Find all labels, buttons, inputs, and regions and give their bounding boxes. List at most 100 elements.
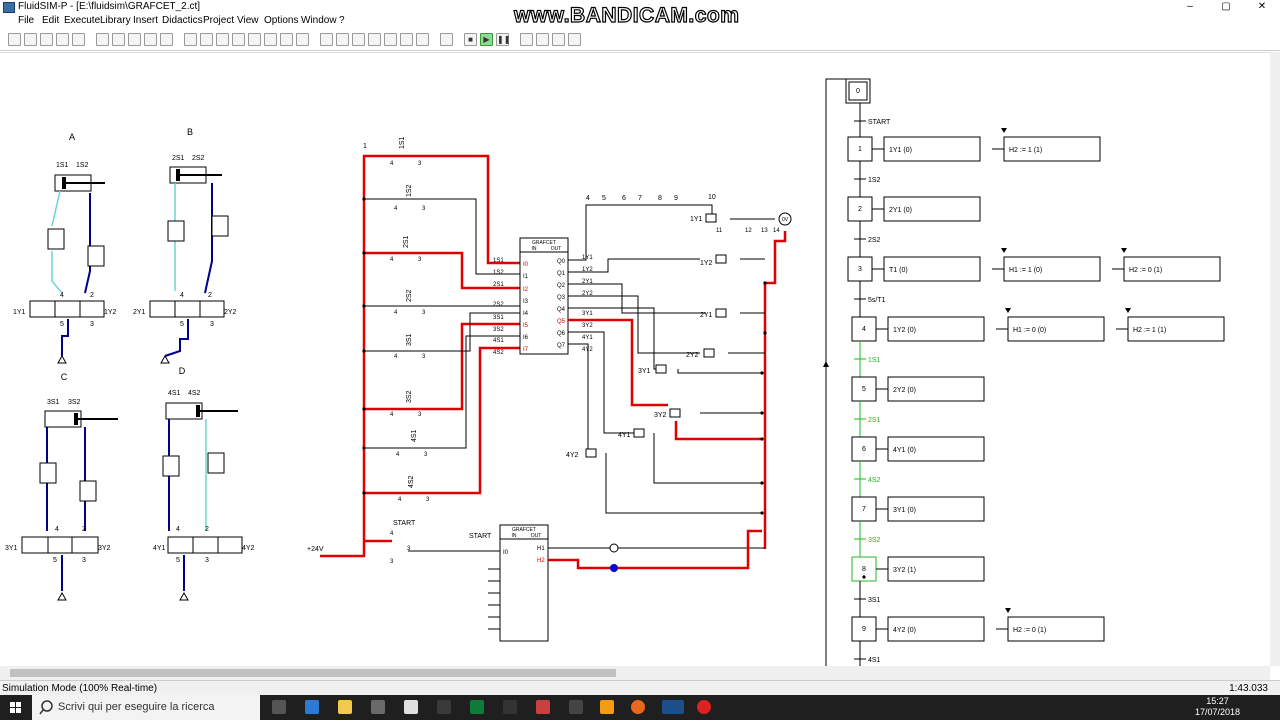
taskbar-search[interactable]: Scrivi qui per eseguire la ricerca [32, 695, 260, 720]
cut-icon[interactable] [112, 33, 125, 46]
grafcet-step-5[interactable]: 5 [851, 376, 877, 402]
align-center-icon[interactable] [200, 33, 213, 46]
task-view-icon[interactable] [272, 700, 286, 714]
menu-window[interactable]: Window [301, 15, 337, 26]
align-right-icon[interactable] [216, 33, 229, 46]
menu-library[interactable]: Library [100, 15, 131, 26]
open-icon[interactable] [24, 33, 37, 46]
app-icon-3[interactable] [503, 700, 517, 714]
valve-d[interactable] [167, 536, 243, 554]
action-box[interactable]: T1 (0) [883, 256, 981, 282]
reset-icon[interactable] [520, 33, 533, 46]
close-button[interactable]: ✕ [1257, 1, 1267, 12]
action-box[interactable]: 3Y2 (1) [887, 556, 985, 582]
pause-icon[interactable]: ❚❚ [496, 33, 511, 46]
fluidsim-taskbar-icon[interactable] [662, 700, 684, 714]
action-box[interactable]: 1Y2 (0) [887, 316, 985, 342]
continue-icon[interactable] [552, 33, 565, 46]
action-box[interactable]: 2Y2 (0) [887, 376, 985, 402]
print-preview-icon[interactable] [56, 33, 69, 46]
bandicam-icon[interactable] [697, 700, 711, 714]
drawing-canvas[interactable]: A 1S1 1S2 4 2 1Y1 1Y2 5 3 B 2S1 2S2 4 [0, 52, 1270, 677]
zoom-icon[interactable] [336, 33, 349, 46]
delete-icon[interactable] [160, 33, 173, 46]
grafcet-step-4[interactable]: 4 [851, 316, 877, 342]
menu-insert[interactable]: Insert [133, 15, 159, 26]
menu-file[interactable]: File [18, 15, 35, 26]
grafcet-step-0[interactable]: 0 [845, 78, 871, 104]
menu-didactics[interactable]: Didactics [162, 15, 203, 26]
mail-icon[interactable] [404, 700, 418, 714]
valve-b[interactable] [149, 300, 225, 318]
app-icon-2[interactable] [470, 700, 484, 714]
taskbar-clock[interactable]: 15:27 17/07/2018 [1194, 696, 1240, 717]
undo-icon[interactable] [96, 33, 109, 46]
app-icon-1[interactable] [437, 700, 451, 714]
save-icon[interactable] [40, 33, 53, 46]
action-box[interactable]: H2 := 0 (1) [1007, 616, 1105, 642]
grafcet-step-7[interactable]: 7 [851, 496, 877, 522]
check-icon[interactable] [440, 33, 453, 46]
action-box[interactable]: 2Y1 (0) [883, 196, 981, 222]
zoom-previous-icon[interactable] [416, 33, 429, 46]
grafcet-step-3[interactable]: 3 [847, 256, 873, 282]
action-box[interactable]: H2 := 0 (1) [1123, 256, 1221, 282]
app-icon-4[interactable] [536, 700, 550, 714]
align-bottom-icon[interactable] [264, 33, 277, 46]
action-box[interactable]: H2 := 1 (1) [1003, 136, 1101, 162]
action-box[interactable]: H1 := 1 (0) [1003, 256, 1101, 282]
align-left-icon[interactable] [184, 33, 197, 46]
grafcet-step-2[interactable]: 2 [847, 196, 873, 222]
valve-a[interactable] [29, 300, 105, 318]
grid-icon[interactable] [320, 33, 333, 46]
rotate-icon[interactable] [280, 33, 293, 46]
menu-project[interactable]: Project [203, 15, 235, 26]
step-end-icon[interactable] [568, 33, 581, 46]
app-icon-6[interactable] [600, 700, 614, 714]
menu-view[interactable]: View [237, 15, 259, 26]
edge-icon[interactable] [305, 700, 319, 714]
action-box[interactable]: 4Y2 (0) [887, 616, 985, 642]
stop-icon[interactable]: ■ [464, 33, 477, 46]
print-icon[interactable] [72, 33, 85, 46]
action-box[interactable]: H2 := 1 (1) [1127, 316, 1225, 342]
step-icon[interactable] [536, 33, 549, 46]
action-box[interactable]: 4Y1 (0) [887, 436, 985, 462]
scroll-thumb[interactable] [10, 669, 616, 677]
align-middle-icon[interactable] [248, 33, 261, 46]
action-box[interactable]: H1 := 0 (0) [1007, 316, 1105, 342]
grafcet-step-8[interactable]: 8 [851, 556, 877, 582]
menu-execute[interactable]: Execute [64, 15, 101, 26]
zoom-window-icon[interactable] [400, 33, 413, 46]
play-icon[interactable]: ▶ [480, 33, 493, 46]
app-icon-5[interactable] [569, 700, 583, 714]
grafcet-step-6[interactable]: 6 [851, 436, 877, 462]
grafcet-step-1[interactable]: 1 [847, 136, 873, 162]
menu-help[interactable]: ? [339, 15, 345, 26]
windows-start-button[interactable] [0, 695, 32, 720]
paste-icon[interactable] [144, 33, 157, 46]
firefox-icon[interactable] [631, 700, 645, 714]
svg-text:IN: IN [532, 246, 537, 252]
new-icon[interactable] [8, 33, 21, 46]
menu-edit[interactable]: Edit [42, 15, 60, 26]
valve-c[interactable] [21, 536, 99, 554]
grafcet-module-1[interactable]: GRAFCET IN OUT I0 I1 I2 I3 I4 I5 I6 I7 Q… [493, 237, 593, 356]
store-icon[interactable] [371, 700, 385, 714]
zoom-fit-icon[interactable] [384, 33, 397, 46]
file-explorer-icon[interactable] [338, 700, 352, 714]
grafcet-step-9[interactable]: 9 [851, 616, 877, 642]
action-box[interactable]: 1Y1 (0) [883, 136, 981, 162]
align-top-icon[interactable] [232, 33, 245, 46]
zoom-in-icon[interactable] [352, 33, 365, 46]
minimize-button[interactable]: – [1187, 1, 1193, 12]
vertical-scrollbar[interactable] [1270, 52, 1280, 666]
flip-icon[interactable] [296, 33, 309, 46]
grafcet-module-2[interactable]: GRAFCET IN OUT START I0 H1 H2 [469, 524, 549, 642]
copy-icon[interactable] [128, 33, 141, 46]
action-box[interactable]: 3Y1 (0) [887, 496, 985, 522]
menu-options[interactable]: Options [264, 15, 299, 26]
zoom-out-icon[interactable] [368, 33, 381, 46]
horizontal-scrollbar[interactable] [0, 666, 1270, 680]
maximize-button[interactable]: ▢ [1221, 1, 1231, 12]
